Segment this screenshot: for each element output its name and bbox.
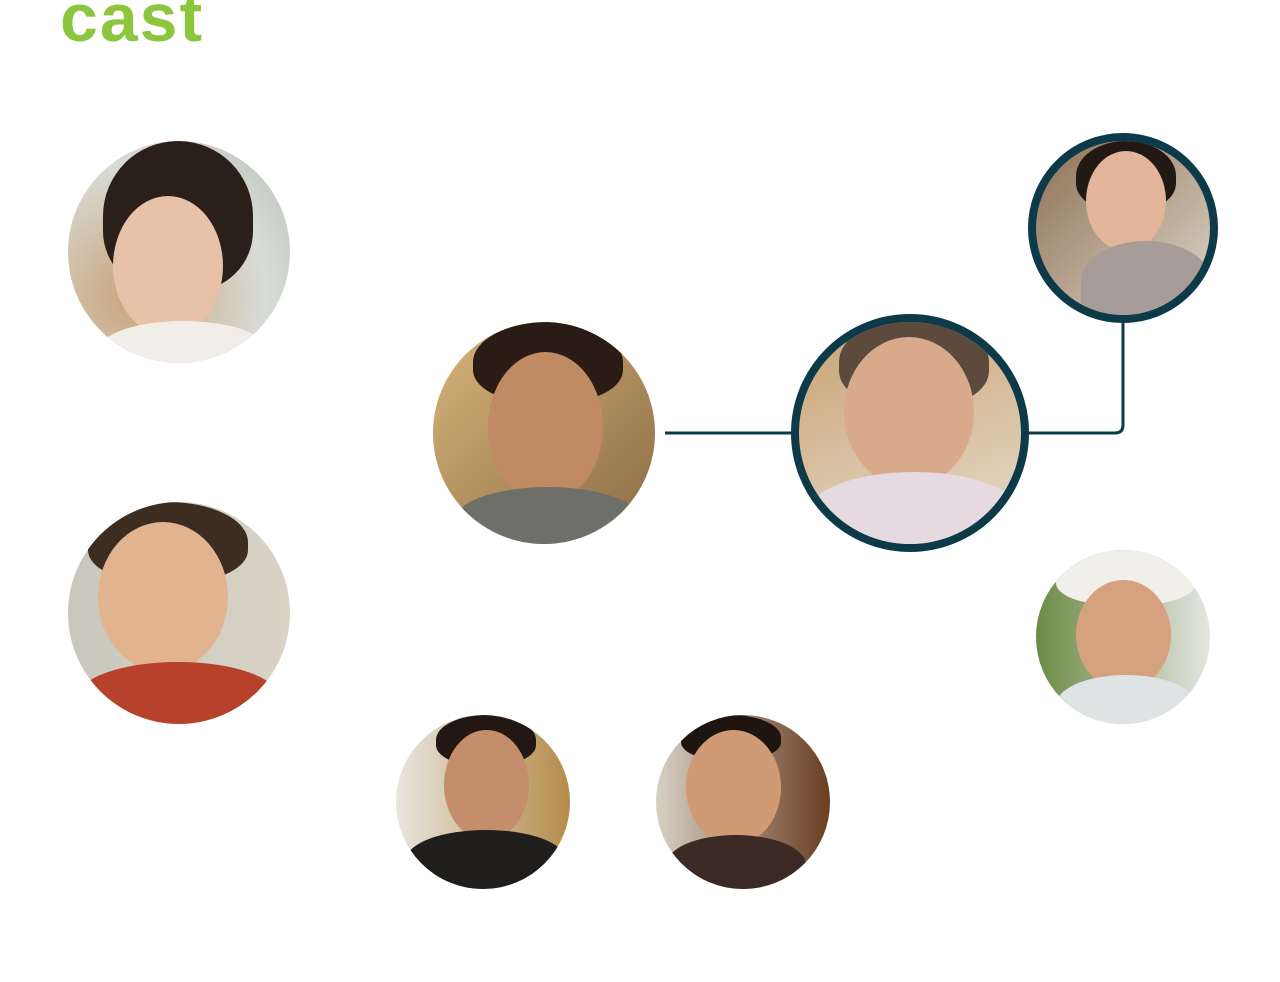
cast-photo-young-man-smiling[interactable] [656,715,830,889]
cast-photo-woman-short-hair[interactable] [68,141,290,363]
cast-photo-old-man-hat[interactable] [1036,550,1210,724]
connector-grandmother-woman [1028,318,1125,435]
cast-photo-grandmother[interactable] [791,314,1029,552]
cast-photo-man-mustache[interactable] [396,715,570,889]
cast-photo-boy[interactable] [68,502,290,724]
cast-photo-man-center[interactable] [433,322,655,544]
cast-photo-woman-top-right[interactable] [1028,133,1218,323]
page-title: cast [60,0,205,56]
